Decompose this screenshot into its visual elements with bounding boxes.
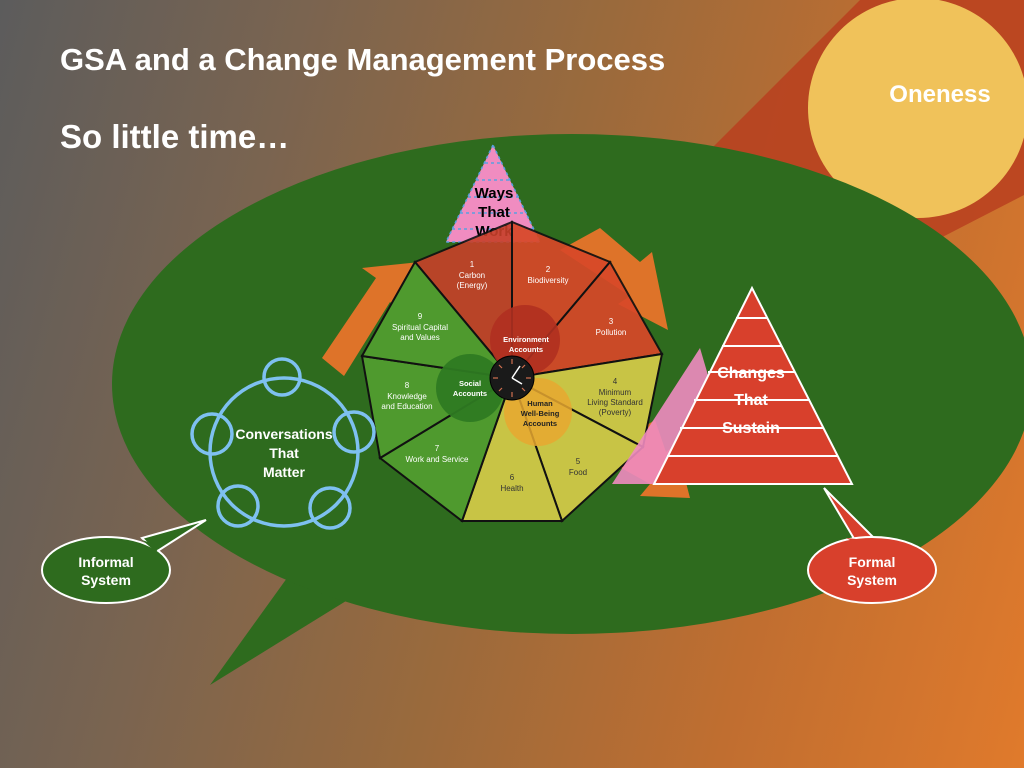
seg8-num: 8 <box>405 381 410 390</box>
formal-line1: Formal <box>849 554 896 570</box>
seg8-l1: Knowledge <box>387 392 427 401</box>
seg4-l1: Minimum <box>599 388 632 397</box>
ways-line1: Ways <box>475 185 514 202</box>
seg4-num: 4 <box>613 377 618 386</box>
seg8-l2: and Education <box>381 402 432 411</box>
changes-line1: Changes <box>717 365 785 382</box>
ring-node-bottom-right <box>308 486 352 530</box>
ring-node-top <box>262 357 302 397</box>
informal-bubble <box>41 536 171 604</box>
changes-that-sustain-pyramid: Changes That Sustain <box>612 285 854 485</box>
ring-node-left <box>190 412 234 456</box>
env-l2: Accounts <box>509 345 543 354</box>
ring-node-right <box>332 410 376 454</box>
seg5-l1: Food <box>569 468 587 477</box>
conversations-ring <box>190 357 376 530</box>
seg4-l2: Living Standard <box>587 398 643 407</box>
center-clock-icon <box>489 355 535 401</box>
seg3-num: 3 <box>609 317 614 326</box>
formal-bubble <box>807 536 937 604</box>
env-l1: Environment <box>503 335 549 344</box>
conv-line1: Conversations <box>235 426 332 442</box>
informal-system-callout: Informal System <box>41 519 207 604</box>
slide-title: GSA and a Change Management Process <box>60 42 666 77</box>
changes-line3: Sustain <box>722 420 780 437</box>
informal-line1: Informal <box>78 554 133 570</box>
seg7-num: 7 <box>435 444 440 453</box>
oneness-label: Oneness <box>889 81 990 108</box>
arrow-left <box>322 262 420 376</box>
seg1-l1: Carbon <box>459 271 485 280</box>
seg2-num: 2 <box>546 265 551 274</box>
social-l1: Social <box>459 379 481 388</box>
slide-subtitle: So little time… <box>60 118 290 155</box>
informal-line2: System <box>81 572 131 588</box>
oneness-sun <box>808 0 1024 218</box>
account-labels: Environment Accounts Social Accounts Hum… <box>453 335 560 428</box>
formal-system-callout: Formal System <box>807 487 937 604</box>
conv-line3: Matter <box>263 464 306 480</box>
segment-9 <box>360 260 515 380</box>
seg3-l1: Pollution <box>596 328 627 337</box>
human-l2: Well-Being <box>521 409 560 418</box>
seg2-l1: Biodiversity <box>528 276 569 285</box>
changes-line2: That <box>734 392 768 409</box>
formal-line2: System <box>847 572 897 588</box>
seg5-num: 5 <box>576 457 581 466</box>
seg7-l1: Work and Service <box>406 455 470 464</box>
conv-line2: That <box>269 445 299 461</box>
ring-node-bottom-left <box>216 484 260 528</box>
social-accounts-circle <box>436 354 504 422</box>
human-l3: Accounts <box>523 419 557 428</box>
seg1-num: 1 <box>470 260 475 269</box>
seg6-num: 6 <box>510 473 515 482</box>
human-l1: Human <box>527 399 553 408</box>
seg1-l2: (Energy) <box>457 281 488 290</box>
segment-labels: 1 Carbon (Energy) 2 Biodiversity 3 Pollu… <box>381 260 642 493</box>
social-l2: Accounts <box>453 389 487 398</box>
seg9-num: 9 <box>418 312 423 321</box>
pyramid-body <box>652 285 854 485</box>
ways-line2: That <box>478 204 510 221</box>
seg6-l1: Health <box>500 484 523 493</box>
seg9-l2: and Values <box>400 333 439 342</box>
seg4-l3: (Poverty) <box>599 408 632 417</box>
seg9-l1: Spiritual Capital <box>392 323 448 332</box>
